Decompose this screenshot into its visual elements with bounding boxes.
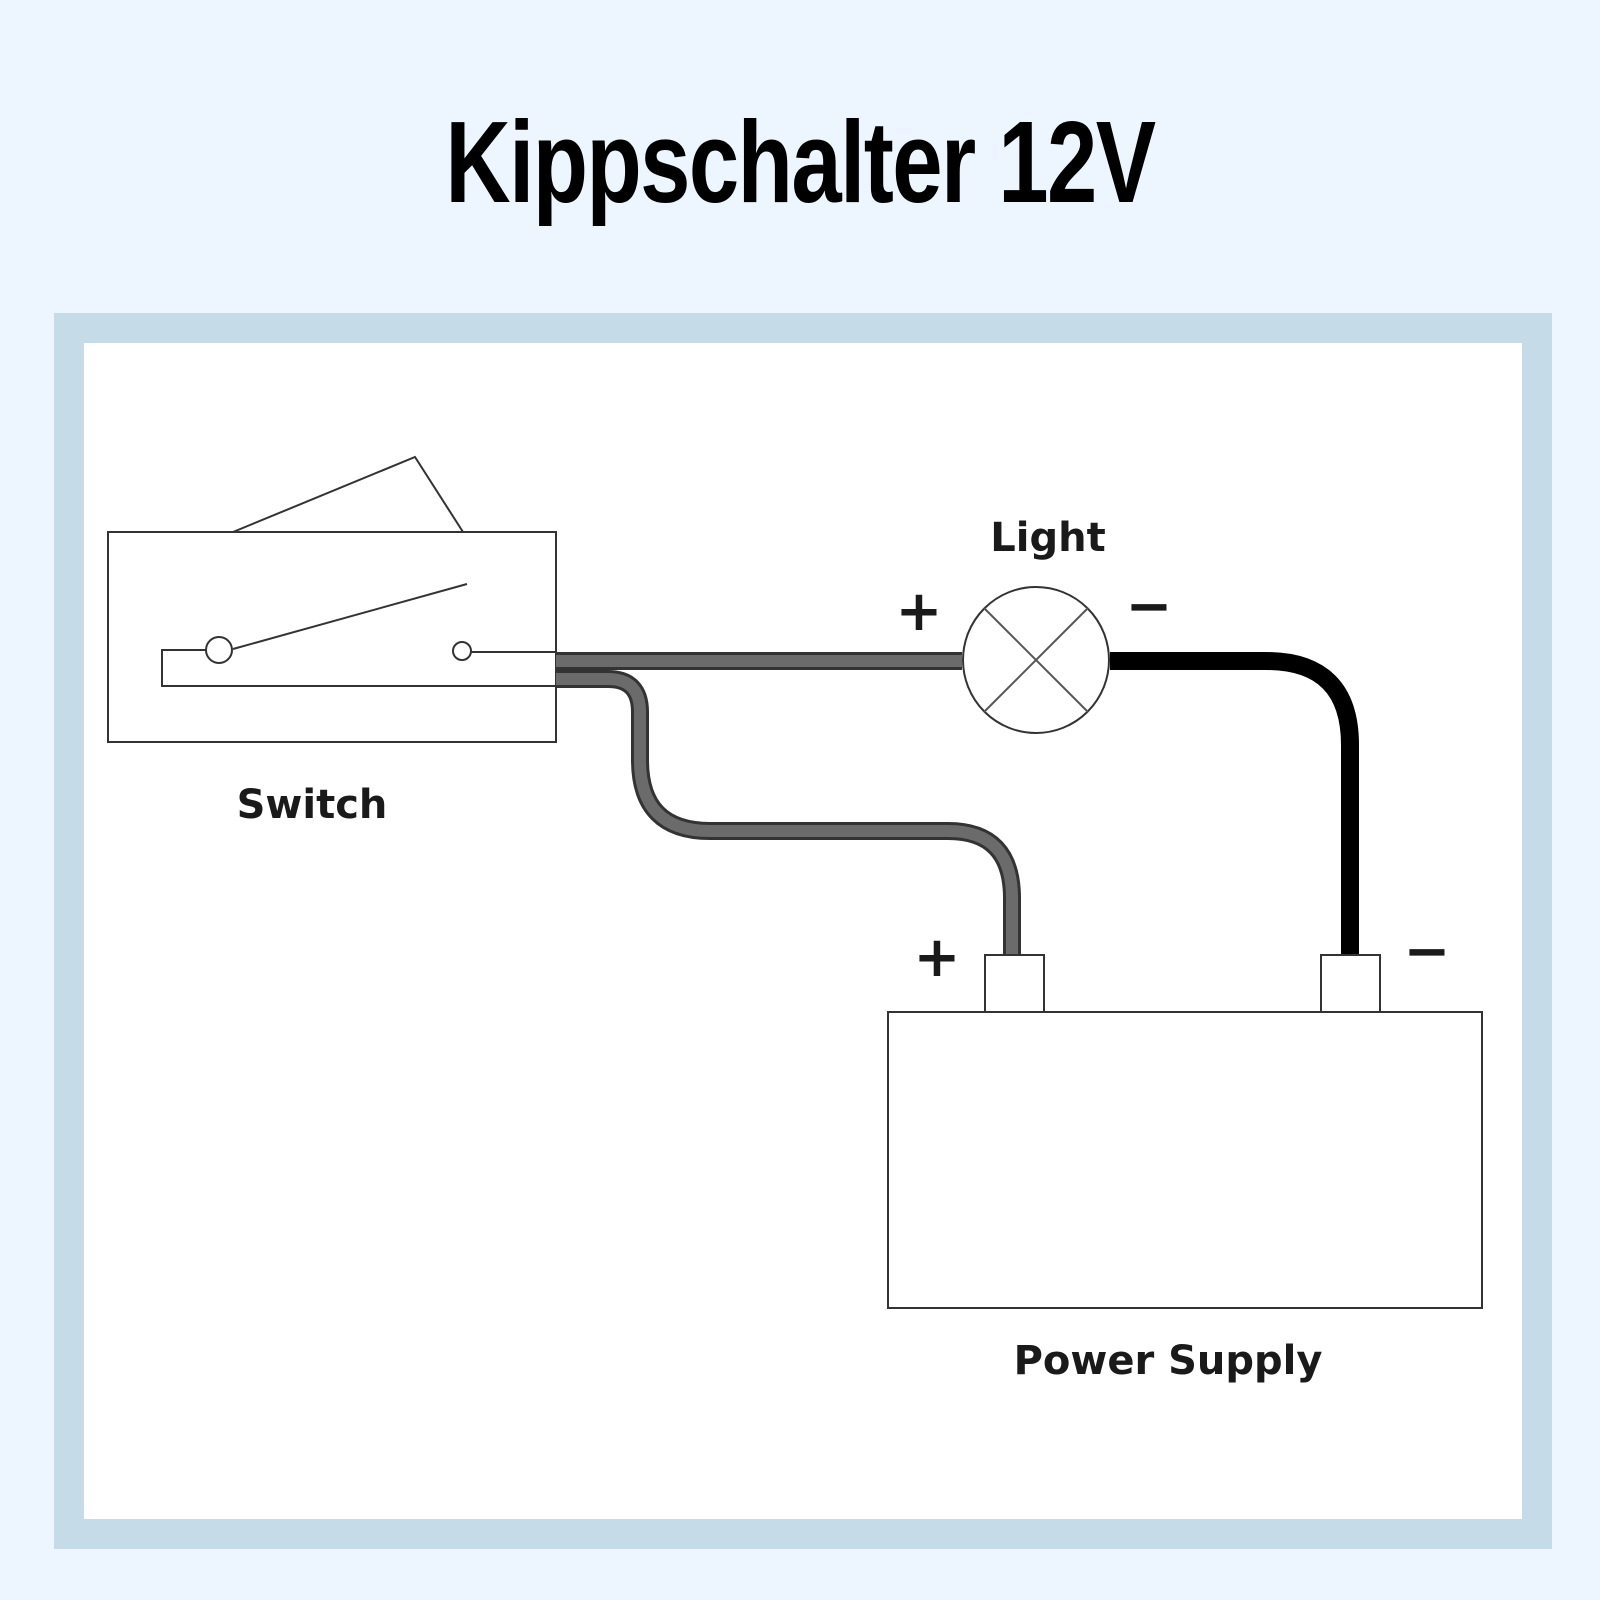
light-label: Light (990, 515, 1105, 561)
switch-housing (107, 531, 557, 743)
switch-label: Switch (237, 782, 388, 828)
switch-pivot-terminal (205, 636, 233, 664)
switch-contact-base (161, 649, 557, 687)
battery-body (887, 1011, 1483, 1309)
page-title: Kippschalter 12V (445, 97, 1156, 227)
wire-switch-to-battery (556, 670, 1021, 955)
light-minus-sign: − (1126, 574, 1173, 639)
battery-positive-terminal (984, 954, 1045, 1013)
light-plus-sign: + (896, 579, 943, 644)
switch-contact-terminal (452, 641, 472, 661)
light-component (962, 586, 1110, 734)
wire-light-to-battery (1110, 652, 1359, 955)
battery-negative-terminal (1320, 954, 1381, 1013)
switch-rocker (232, 455, 464, 533)
power-supply-label: Power Supply (1014, 1338, 1323, 1384)
switch-component (107, 455, 557, 743)
lamp-cross-line-b (983, 607, 1089, 713)
power-supply-component (887, 954, 1483, 1309)
battery-plus-sign: + (914, 925, 961, 990)
switch-lever (232, 583, 468, 650)
battery-minus-sign: − (1404, 919, 1451, 984)
